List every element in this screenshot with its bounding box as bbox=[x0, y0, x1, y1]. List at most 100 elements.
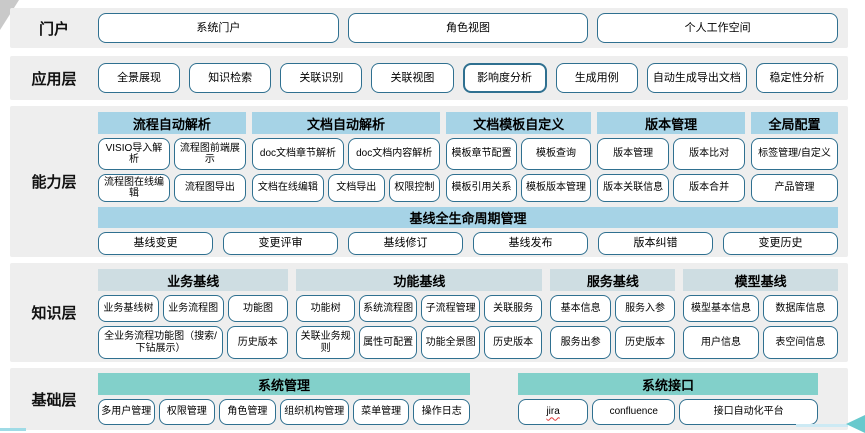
module-button-confluence[interactable]: confluence bbox=[592, 399, 676, 425]
module-button[interactable]: 历史版本 bbox=[227, 326, 289, 359]
group-row: 标签管理/自定义 bbox=[751, 138, 839, 170]
portal-content: 系统门户 角色视图 个人工作空间 bbox=[98, 8, 848, 48]
group-version-management: 版本管理 版本管理 版本比对 版本关联信息 版本合并 bbox=[597, 112, 746, 202]
group-header: 版本管理 bbox=[597, 112, 746, 134]
group-function-baseline: 功能基线 功能树 系统流程图 子流程管理 关联服务 关联业务规则 属性可配置 功… bbox=[296, 269, 543, 359]
module-button[interactable]: 角色管理 bbox=[219, 399, 276, 425]
group-row: 用户信息 表空间信息 bbox=[683, 326, 839, 359]
module-button[interactable]: 权限管理 bbox=[158, 399, 216, 425]
module-button[interactable]: 生成用例 bbox=[555, 63, 638, 93]
group-row: 产品管理 bbox=[751, 174, 839, 202]
group-row: 关联业务规则 属性可配置 功能全景图 历史版本 bbox=[296, 326, 543, 359]
module-button[interactable]: 表空间信息 bbox=[762, 326, 839, 359]
module-button[interactable]: 模板引用关系 bbox=[446, 174, 517, 202]
module-button[interactable]: 自动生成导出文档 bbox=[646, 63, 747, 93]
module-button[interactable]: 数据库信息 bbox=[762, 295, 839, 322]
module-button[interactable]: 模型基本信息 bbox=[683, 295, 759, 322]
layer-band-base: 基础层 系统管理 多用户管理 权限管理 角色管理 组织机构管理 菜单管理 操作日… bbox=[10, 368, 848, 430]
group-business-baseline: 业务基线 业务基线树 业务流程图 功能图 全业务流程功能图（搜索/下钻展示） 历… bbox=[98, 269, 289, 359]
module-button[interactable]: 流程图在线编辑 bbox=[98, 174, 170, 202]
module-button[interactable]: 多用户管理 bbox=[98, 399, 155, 425]
group-header: 业务基线 bbox=[98, 269, 289, 291]
baseline-lifecycle-buttons: 基线变更 变更评审 基线修订 基线发布 版本纠错 变更历史 bbox=[98, 232, 838, 255]
group-doc-template-custom: 文档模板自定义 模板章节配置 模板查询 模板引用关系 模板版本管理 bbox=[446, 112, 592, 202]
group-header: 服务基线 bbox=[550, 269, 676, 291]
module-button[interactable]: 用户信息 bbox=[683, 326, 759, 359]
group-doc-auto-parse: 文档自动解析 doc文档章节解析 doc文档内容解析 文档在线编辑 文档导出 权… bbox=[251, 112, 441, 202]
group-header: 系统接口 bbox=[518, 373, 818, 395]
group-model-baseline: 模型基线 模型基本信息 数据库信息 用户信息 表空间信息 bbox=[683, 269, 839, 359]
module-button[interactable]: 属性可配置 bbox=[358, 326, 418, 359]
module-button[interactable]: 稳定性分析 bbox=[755, 63, 839, 93]
module-button[interactable]: 操作日志 bbox=[413, 399, 471, 425]
module-button[interactable]: 标签管理/自定义 bbox=[751, 138, 839, 170]
module-button[interactable]: 版本管理 bbox=[597, 138, 670, 170]
group-row: 模板章节配置 模板查询 bbox=[446, 138, 592, 170]
module-button[interactable]: 基线发布 bbox=[473, 232, 588, 255]
module-button[interactable]: 系统流程图 bbox=[358, 295, 418, 322]
module-button[interactable]: 版本比对 bbox=[673, 138, 746, 170]
module-button[interactable]: 版本纠错 bbox=[598, 232, 713, 255]
module-button[interactable]: VISIO导入解析 bbox=[98, 138, 170, 170]
group-service-baseline: 服务基线 基本信息 服务入参 服务出参 历史版本 bbox=[550, 269, 676, 359]
application-content: 全景展现 知识检索 关联识别 关联视图 影响度分析 生成用例 自动生成导出文档 … bbox=[98, 56, 848, 100]
module-button[interactable]: 关联业务规则 bbox=[296, 326, 355, 359]
module-button[interactable]: 产品管理 bbox=[751, 174, 839, 202]
module-button[interactable]: 知识检索 bbox=[189, 63, 272, 93]
module-button[interactable]: 全景展现 bbox=[98, 63, 181, 93]
baseline-lifecycle-banner: 基线全生命周期管理 bbox=[98, 207, 838, 228]
module-button[interactable]: 变更评审 bbox=[223, 232, 338, 255]
group-row: 文档在线编辑 文档导出 权限控制 bbox=[251, 174, 441, 202]
module-button[interactable]: 文档在线编辑 bbox=[251, 174, 324, 202]
module-button[interactable]: 子流程管理 bbox=[421, 295, 480, 322]
jira-label: jira bbox=[546, 406, 560, 418]
group-process-auto-parse: 流程自动解析 VISIO导入解析 流程图前端展示 流程图在线编辑 流程图导出 bbox=[98, 112, 246, 202]
module-button[interactable]: 版本合并 bbox=[673, 174, 746, 202]
module-button[interactable]: 功能树 bbox=[296, 295, 355, 322]
module-button[interactable]: 文档导出 bbox=[327, 174, 385, 202]
module-button[interactable]: 版本关联信息 bbox=[597, 174, 670, 202]
module-button[interactable]: 关联视图 bbox=[371, 63, 454, 93]
module-button[interactable]: 关联服务 bbox=[483, 295, 543, 322]
module-button[interactable]: 服务出参 bbox=[550, 326, 611, 359]
module-button[interactable]: doc文档章节解析 bbox=[251, 138, 345, 170]
group-row: 模板引用关系 模板版本管理 bbox=[446, 174, 592, 202]
group-header: 功能基线 bbox=[296, 269, 543, 291]
module-button[interactable]: 基本信息 bbox=[550, 295, 611, 322]
module-button[interactable]: 业务流程图 bbox=[162, 295, 224, 322]
module-button[interactable]: 功能全景图 bbox=[421, 326, 480, 359]
module-button-role-view[interactable]: 角色视图 bbox=[347, 13, 589, 43]
group-row: VISIO导入解析 流程图前端展示 bbox=[98, 138, 246, 170]
module-button[interactable]: 历史版本 bbox=[614, 326, 676, 359]
module-button-system-portal[interactable]: 系统门户 bbox=[98, 13, 339, 43]
module-button[interactable]: 模板章节配置 bbox=[446, 138, 517, 170]
module-button-personal-workspace[interactable]: 个人工作空间 bbox=[597, 13, 839, 43]
module-button-interface-automation[interactable]: 接口自动化平台 bbox=[679, 399, 818, 425]
group-row: 服务出参 历史版本 bbox=[550, 326, 676, 359]
module-button[interactable]: 变更历史 bbox=[723, 232, 838, 255]
module-button[interactable]: 关联识别 bbox=[280, 63, 363, 93]
knowledge-groups: 业务基线 业务基线树 业务流程图 功能图 全业务流程功能图（搜索/下钻展示） 历… bbox=[98, 269, 839, 359]
group-row: 流程图在线编辑 流程图导出 bbox=[98, 174, 246, 202]
module-button[interactable]: 基线修订 bbox=[348, 232, 463, 255]
module-button[interactable]: 业务基线树 bbox=[98, 295, 159, 322]
module-button[interactable]: 流程图前端展示 bbox=[173, 138, 246, 170]
module-button[interactable]: 全业务流程功能图（搜索/下钻展示） bbox=[98, 326, 224, 359]
module-button[interactable]: 影响度分析 bbox=[462, 63, 547, 93]
module-button[interactable]: 权限控制 bbox=[388, 174, 441, 202]
group-header: 模型基线 bbox=[683, 269, 838, 291]
module-button-jira[interactable]: jira bbox=[518, 399, 589, 425]
module-button[interactable]: 历史版本 bbox=[483, 326, 543, 359]
module-button[interactable]: 基线变更 bbox=[98, 232, 213, 255]
module-button[interactable]: 菜单管理 bbox=[352, 399, 410, 425]
module-button[interactable]: 组织机构管理 bbox=[279, 399, 349, 425]
module-button[interactable]: 功能图 bbox=[227, 295, 289, 322]
left-arrow-tail-decoration bbox=[796, 424, 848, 427]
layer-label-application: 应用层 bbox=[31, 70, 77, 88]
module-button[interactable]: 流程图导出 bbox=[173, 174, 246, 202]
layer-band-portal: 门户 系统门户 角色视图 个人工作空间 bbox=[10, 8, 848, 48]
module-button[interactable]: 服务入参 bbox=[614, 295, 676, 322]
module-button[interactable]: 模板版本管理 bbox=[520, 174, 592, 202]
module-button[interactable]: 模板查询 bbox=[520, 138, 592, 170]
module-button[interactable]: doc文档内容解析 bbox=[348, 138, 441, 170]
